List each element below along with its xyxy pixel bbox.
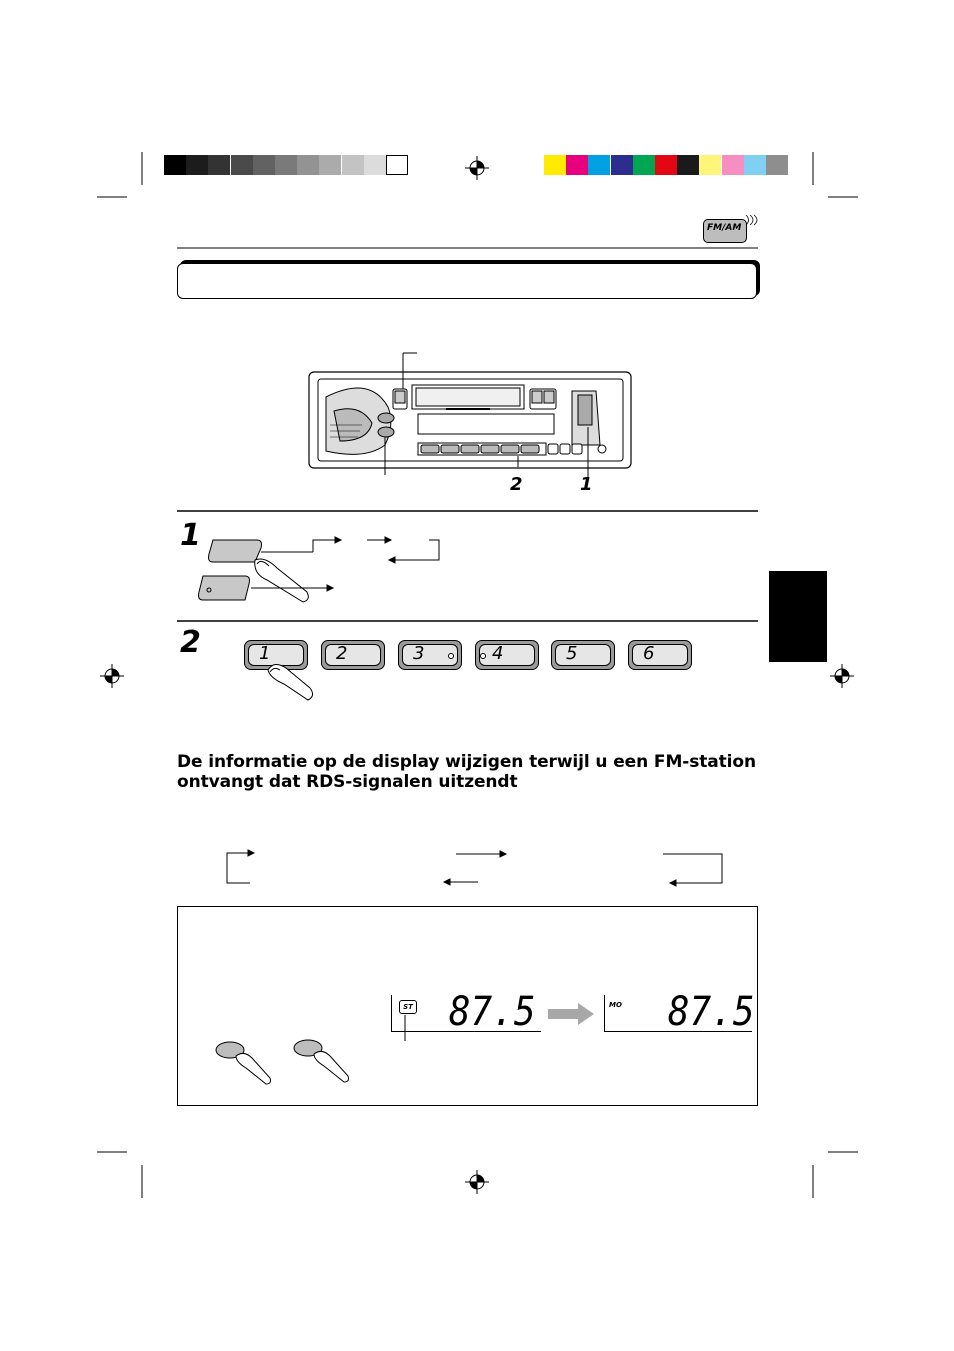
callout-preset-number: 2 <box>510 474 523 495</box>
color-swatch <box>610 155 633 175</box>
section-title-bar <box>177 263 757 299</box>
preset-label: 5 <box>566 643 578 664</box>
preset-button-2[interactable]: 2 <box>321 640 385 670</box>
gray-arrow-icon <box>548 1003 594 1025</box>
gray-swatch <box>386 155 408 175</box>
frequency-readout: 87.5 <box>667 989 755 1035</box>
gray-swatch <box>363 155 386 175</box>
color-swatch <box>766 155 788 175</box>
display-stereo: ST 87.5 <box>391 989 541 1035</box>
fm-am-radio-icon: FM/AM <box>703 219 747 243</box>
language-side-tab <box>769 571 827 662</box>
preset-button-6[interactable]: 6 <box>628 640 692 670</box>
color-swatch <box>544 155 566 175</box>
car-stereo-illustration <box>308 352 632 477</box>
color-swatch <box>588 155 611 175</box>
gray-swatch <box>297 155 320 175</box>
gray-swatch <box>252 155 275 175</box>
preset-label: 4 <box>492 643 504 664</box>
color-swatch <box>566 155 589 175</box>
gray-swatch <box>275 155 297 175</box>
preset-label: 1 <box>259 643 271 664</box>
preset-button-5[interactable]: 5 <box>551 640 615 670</box>
signal-waves-icon <box>745 214 758 226</box>
mono-stereo-info-box <box>177 906 758 1106</box>
step-2-number: 2 <box>180 625 201 660</box>
step-1-number: 1 <box>180 518 201 553</box>
stereo-indicator-text: ST <box>403 1003 413 1011</box>
stereo-callout-line <box>404 1015 406 1041</box>
color-swatch <box>632 155 655 175</box>
color-swatch <box>699 155 722 175</box>
gray-swatch <box>230 155 253 175</box>
display-mono: MO 87.5 <box>604 989 755 1035</box>
callout-band-number: 1 <box>580 474 593 495</box>
color-swatch <box>721 155 744 175</box>
preset-button-4[interactable]: 4 <box>475 640 539 670</box>
color-swatch <box>743 155 766 175</box>
mono-indicator: MO <box>609 1001 622 1009</box>
gray-swatch <box>208 155 231 175</box>
color-swatch <box>655 155 677 175</box>
preset-label: 3 <box>413 643 425 664</box>
preset-indicator-dots <box>267 653 486 701</box>
preset-label: 2 <box>336 643 348 664</box>
step-1-illustration <box>198 536 440 603</box>
section-heading: De informatie op de display wijzigen ter… <box>177 752 756 792</box>
fm-am-logo-text: FM/AM <box>707 223 742 233</box>
gray-swatch <box>319 155 342 175</box>
gray-swatch <box>341 155 364 175</box>
color-swatch <box>677 155 700 175</box>
gray-swatch <box>164 155 186 175</box>
mono-button-illustration <box>215 1039 349 1085</box>
frequency-readout: 87.5 <box>448 989 536 1035</box>
display-cycle-arrows <box>226 849 723 887</box>
stereo-indicator: ST <box>399 1000 417 1014</box>
preset-label: 6 <box>643 643 655 664</box>
gray-swatch <box>186 155 209 175</box>
